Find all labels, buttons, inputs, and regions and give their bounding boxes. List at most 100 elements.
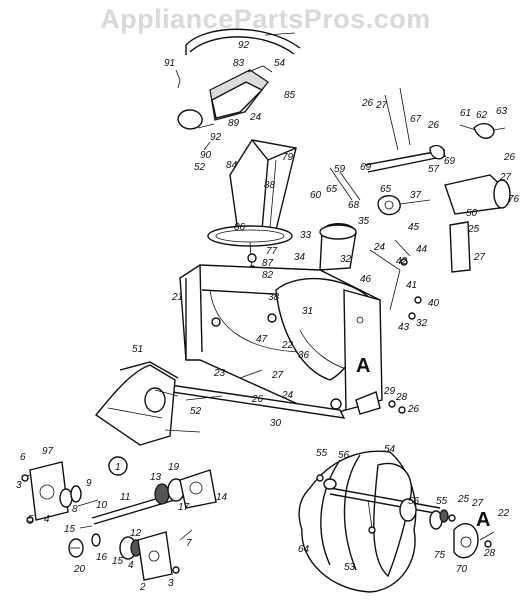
callout-84: 84 [226, 160, 238, 171]
callout-28b: 28 [483, 548, 496, 559]
callout-62: 62 [476, 110, 488, 121]
callout-10: 10 [96, 500, 108, 511]
callout-23: 23 [213, 368, 226, 379]
skid-bracket-right [355, 391, 406, 415]
callout-65b: 65 [380, 184, 392, 195]
reference-mark-a-impeller: A [476, 509, 490, 531]
callout-82: 82 [262, 270, 274, 281]
auger-housing [179, 264, 383, 413]
callout-44: 44 [416, 244, 428, 255]
callout-67: 67 [410, 114, 422, 125]
callout-19: 19 [168, 462, 180, 473]
callout-32b: 32 [416, 318, 428, 329]
callout-12: 12 [130, 528, 142, 539]
chute-deflector-assembly [175, 28, 301, 151]
callout-26e: 26 [407, 404, 420, 415]
callout-2: 2 [139, 582, 146, 593]
callout-21: 21 [171, 292, 183, 303]
callout-5: 5 [28, 514, 34, 525]
callout-90: 90 [200, 150, 212, 161]
callout-91: 91 [164, 58, 175, 69]
callout-64: 64 [298, 544, 310, 555]
discharge-chute [207, 139, 297, 277]
watermark: AppliancePartsPros.com [100, 4, 431, 34]
callout-22: 22 [281, 340, 294, 351]
callout-77: 77 [266, 246, 278, 257]
callout-26: 26 [361, 98, 374, 109]
auger-drive-shaft-assembly [21, 456, 217, 581]
callout-1: 1 [115, 462, 121, 473]
callout-27e: 27 [471, 498, 484, 509]
callout-89: 89 [228, 118, 240, 129]
callout-50: 50 [466, 208, 478, 219]
callout-25: 25 [467, 224, 480, 235]
callout-61: 61 [460, 108, 471, 119]
callout-16: 16 [96, 552, 108, 563]
callout-63: 63 [496, 106, 508, 117]
chute-crank-assembly [329, 87, 511, 273]
callout-26d: 26 [251, 394, 264, 405]
callout-47: 47 [256, 334, 268, 345]
callout-4b: 4 [128, 560, 134, 571]
skid-shoe-left [94, 361, 201, 446]
callout-28: 28 [395, 392, 408, 403]
callout-27: 27 [375, 100, 388, 111]
callout-54b: 54 [384, 444, 396, 455]
callout-53: 53 [344, 562, 356, 573]
callout-88: 88 [264, 180, 276, 191]
callout-26c: 26 [503, 152, 516, 163]
callout-46: 46 [360, 274, 372, 285]
callout-60: 60 [310, 190, 322, 201]
callout-51: 51 [132, 344, 143, 355]
callout-32: 32 [340, 254, 352, 265]
callout-3: 3 [16, 480, 22, 491]
callout-65: 65 [326, 184, 338, 195]
callout-54: 54 [274, 58, 286, 69]
callout-92: 92 [238, 40, 250, 51]
callout-36: 36 [298, 350, 310, 361]
callout-92b: 92 [210, 132, 222, 143]
auger-impeller-assembly [298, 450, 495, 593]
callout-24: 24 [249, 112, 262, 123]
callout-27d: 27 [271, 370, 284, 381]
callout-22b: 22 [497, 508, 510, 519]
callout-76: 76 [508, 194, 520, 205]
callout-9: 9 [86, 478, 92, 489]
callout-43: 43 [398, 322, 410, 333]
callout-8: 8 [72, 504, 78, 515]
callout-3b: 3 [168, 578, 174, 589]
gearbox-cover [319, 223, 422, 320]
callout-86: 86 [234, 222, 246, 233]
callout-56: 56 [338, 450, 350, 461]
callout-55: 55 [316, 448, 328, 459]
callout-97: 97 [42, 446, 54, 457]
callout-7: 7 [186, 538, 192, 549]
callout-labels: 92 91 83 54 85 24 89 92 90 52 84 79 88 8… [16, 40, 520, 593]
callout-87: 87 [262, 258, 274, 269]
callout-70: 70 [456, 564, 468, 575]
callout-42: 42 [396, 256, 408, 267]
callout-17: 17 [178, 502, 190, 513]
callout-27c: 27 [473, 252, 486, 263]
callout-33: 33 [300, 230, 312, 241]
callout-69: 69 [444, 156, 456, 167]
callout-40: 40 [428, 298, 440, 309]
reference-mark-a-housing: A [356, 355, 370, 377]
callout-15b: 15 [112, 556, 124, 567]
callout-68: 68 [348, 200, 360, 211]
callout-79: 79 [282, 152, 294, 163]
callout-85: 85 [284, 90, 296, 101]
callout-13: 13 [150, 472, 162, 483]
callout-52: 52 [194, 162, 206, 173]
callout-24b: 24 [373, 242, 386, 253]
callout-69b: 69 [360, 162, 372, 173]
callout-6: 6 [20, 452, 26, 463]
callout-11: 11 [120, 492, 130, 503]
callout-41: 41 [406, 280, 417, 291]
callout-29: 29 [383, 386, 396, 397]
callout-34: 34 [294, 252, 306, 263]
callout-14: 14 [216, 492, 228, 503]
callout-57: 57 [428, 164, 440, 175]
callout-56b: 56 [408, 496, 420, 507]
callout-31: 31 [302, 306, 313, 317]
